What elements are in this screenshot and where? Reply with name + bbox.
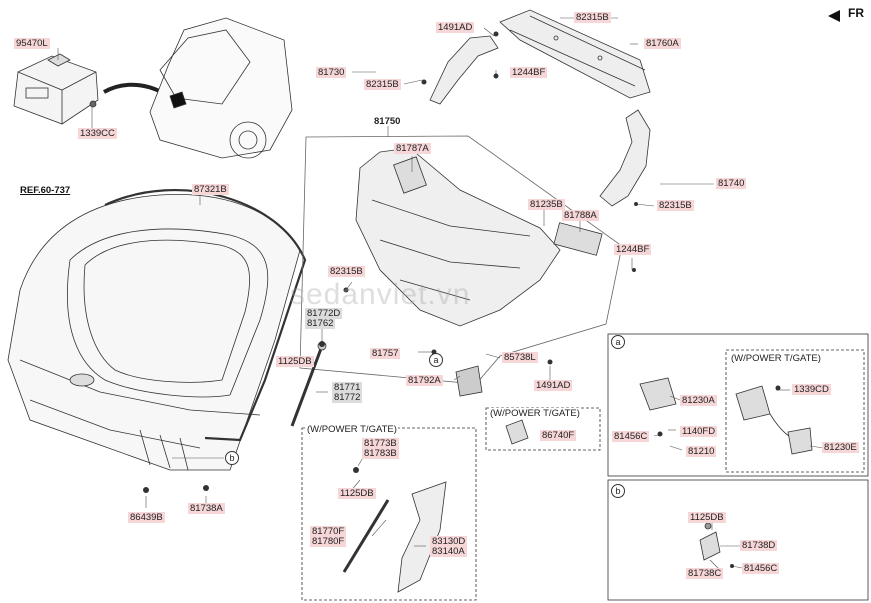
part-81235B[interactable]: 81235B [528, 199, 565, 210]
striker-drawing [699, 522, 721, 561]
side-trim-left-drawing [429, 35, 499, 105]
part-81738D[interactable]: 81738D [740, 540, 778, 551]
inner-trim-panel-drawing [355, 147, 603, 397]
gas-strut-drawing [290, 341, 327, 427]
part-81760A[interactable]: 81760A [644, 38, 681, 49]
part-81772D[interactable]: 81772D [305, 308, 343, 319]
part-83140A[interactable]: 83140A [430, 546, 467, 557]
panel-b-frame [607, 479, 869, 601]
part-1125DB-b[interactable]: 1125DB [688, 512, 726, 523]
part-81456C-b[interactable]: 81456C [742, 563, 780, 574]
part-83130D[interactable]: 83130D [430, 536, 468, 547]
part-81773B[interactable]: 81773B [362, 438, 399, 449]
tailgate-drawing [7, 193, 301, 471]
part-82315B-right[interactable]: 82315B [657, 200, 694, 211]
part-82315B-mid[interactable]: 82315B [328, 266, 365, 277]
weatherstrip-drawing [104, 189, 307, 442]
part-1339CD[interactable]: 1339CD [792, 384, 831, 395]
part-81762[interactable]: 81762 [305, 318, 336, 329]
part-82315B-left[interactable]: 82315B [364, 79, 401, 90]
part-81750[interactable]: 81750 [374, 116, 401, 127]
part-81230A[interactable]: 81230A [680, 395, 717, 406]
part-81787A[interactable]: 81787A [394, 143, 431, 154]
part-81740[interactable]: 81740 [716, 178, 747, 189]
part-81738C[interactable]: 81738C [686, 568, 724, 579]
panel-a-badge: a [611, 335, 625, 349]
part-81772[interactable]: 81772 [332, 392, 363, 403]
part-1140FD[interactable]: 1140FD [680, 426, 718, 437]
part-82315B-top[interactable]: 82315B [574, 12, 611, 23]
part-81730[interactable]: 81730 [316, 67, 347, 78]
part-1491AD-mid[interactable]: 1491AD [534, 380, 573, 391]
part-86439B[interactable]: 86439B [128, 512, 165, 523]
panel-a-frame [607, 333, 869, 477]
part-81456C-a[interactable]: 81456C [612, 431, 650, 442]
part-1491AD-top[interactable]: 1491AD [436, 22, 475, 33]
spoiler-trim-drawing [499, 9, 651, 99]
switch-drawing [505, 419, 529, 445]
part-1244BF-top[interactable]: 1244BF [510, 67, 548, 78]
part-85738L[interactable]: 85738L [502, 352, 538, 363]
part-81788A[interactable]: 81788A [562, 210, 599, 221]
trim-panel-box [299, 135, 623, 385]
reference-label: REF.60-737 [20, 185, 71, 196]
part-81757[interactable]: 81757 [370, 348, 401, 359]
side-trim-right-drawing [599, 109, 651, 207]
power-gate-mid-title: (W/POWER T/GATE) [489, 408, 581, 419]
part-81770F[interactable]: 81770F [310, 526, 347, 537]
part-81210[interactable]: 81210 [686, 446, 717, 457]
part-81771[interactable]: 81771 [332, 382, 363, 393]
panel-b-badge: b [611, 484, 625, 498]
part-81780F[interactable]: 81780F [310, 536, 347, 547]
watermark: sedanviet.vn [290, 278, 471, 311]
direction-label: FR [848, 6, 864, 20]
fr-arrow-icon [828, 10, 840, 22]
part-86740F[interactable]: 86740F [540, 430, 577, 441]
part-1125DB-left[interactable]: 1125DB [276, 356, 314, 367]
callout-a: a [429, 353, 443, 367]
part-1244BF-mid[interactable]: 1244BF [614, 244, 652, 255]
latch-drawing [639, 377, 813, 455]
callout-b: b [225, 451, 239, 465]
vehicle-rear-drawing [149, 17, 293, 159]
part-95470L[interactable]: 95470L [14, 38, 50, 49]
part-81738A[interactable]: 81738A [188, 503, 225, 514]
part-1339CC[interactable]: 1339CC [78, 128, 117, 139]
part-87321B[interactable]: 87321B [192, 184, 229, 195]
camera-module-drawing [13, 53, 99, 125]
part-81230E[interactable]: 81230E [822, 442, 859, 453]
part-81783B[interactable]: 81783B [362, 448, 399, 459]
part-1125DB-mid[interactable]: 1125DB [338, 488, 376, 499]
power-gate-left-title: (W/POWER T/GATE) [306, 424, 398, 435]
panel-a-sub-title: (W/POWER T/GATE) [730, 353, 822, 364]
part-81792A[interactable]: 81792A [406, 375, 443, 386]
power-strut-drawing [342, 481, 447, 593]
